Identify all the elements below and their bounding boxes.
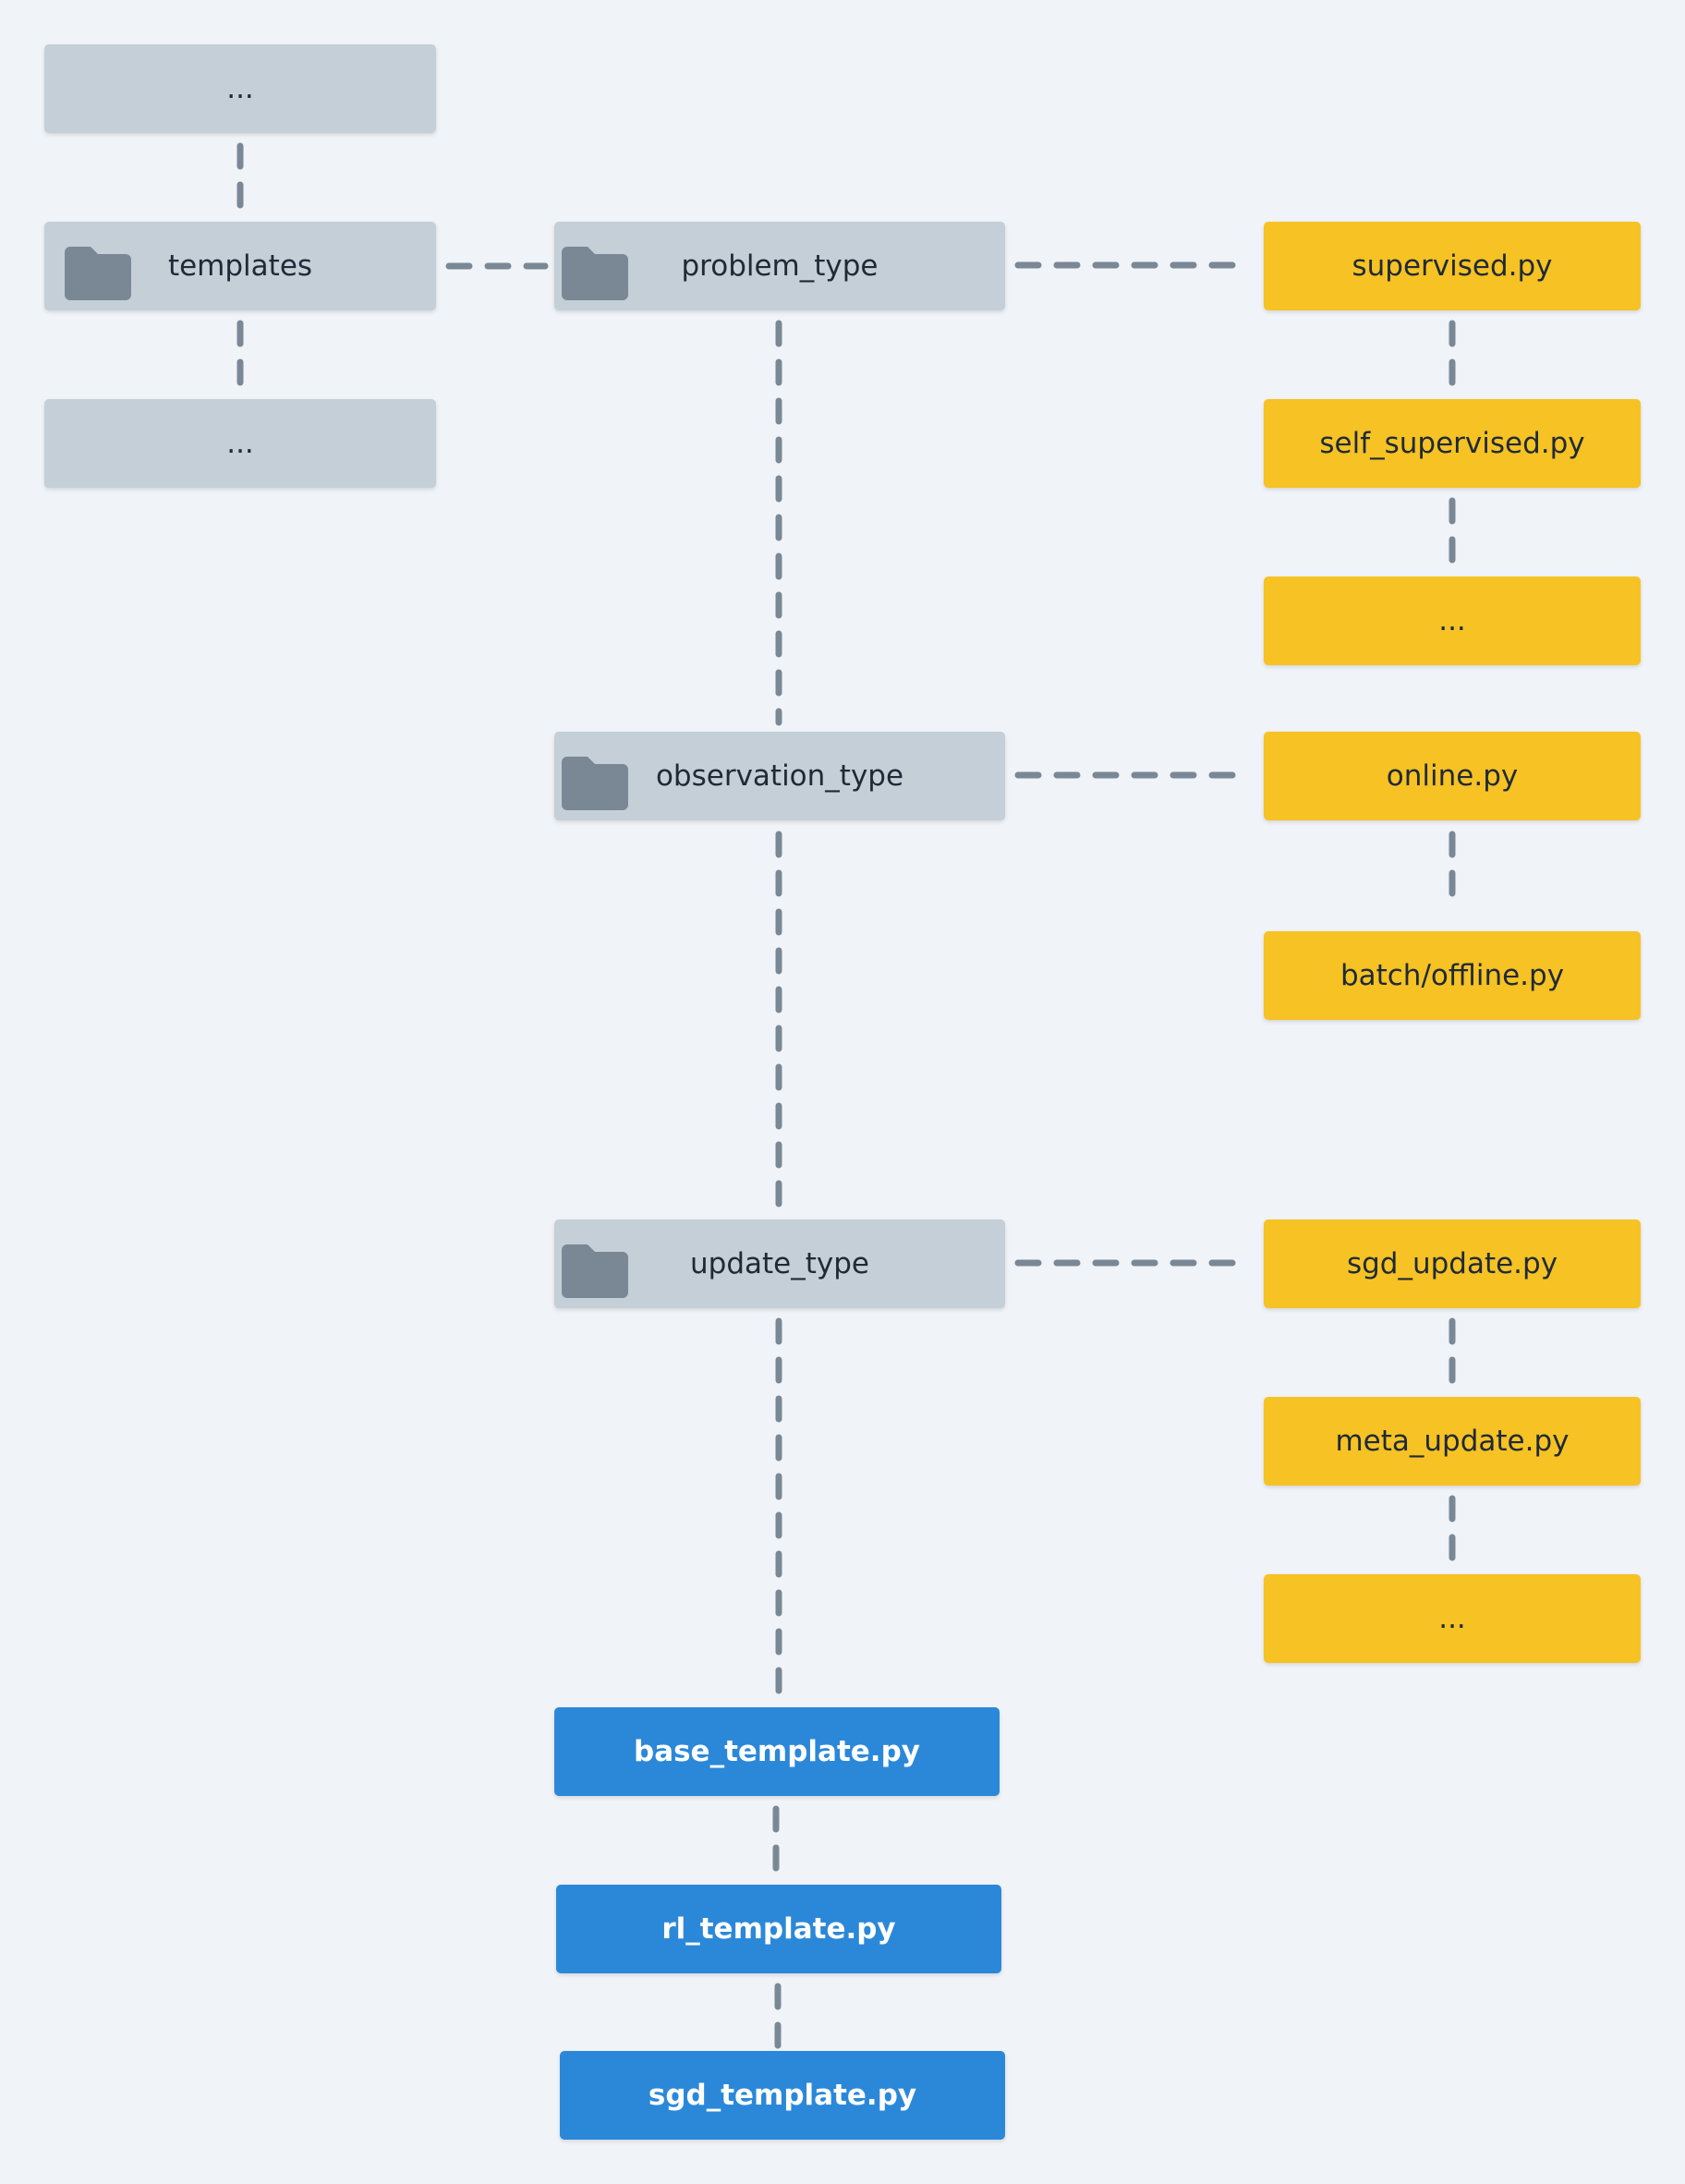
folder-icon [562,1244,628,1298]
module-file-node[interactable]: batch/offline.py [1264,931,1641,1020]
node-label: batch/offline.py [1340,959,1565,992]
module-file-node[interactable]: self_supervised.py [1264,399,1641,488]
template-file-node[interactable]: rl_template.py [556,1885,1001,1973]
ellipsis-node[interactable]: ... [44,399,436,488]
module-file-node[interactable]: meta_update.py [1264,1397,1641,1486]
node-label: sgd_update.py [1346,1247,1558,1280]
folder-node-observation-type[interactable]: observation_type [554,732,1005,820]
module-file-node[interactable]: ... [1264,1574,1641,1663]
module-file-node[interactable]: sgd_update.py [1264,1219,1641,1308]
node-label: problem_type [681,249,879,283]
template-file-node[interactable]: sgd_template.py [560,2051,1005,2140]
node-label: meta_update.py [1335,1425,1570,1458]
folder-icon [562,757,628,810]
node-label: ... [226,72,254,105]
node-label: rl_template.py [661,1912,896,1946]
node-label: ... [1438,1602,1466,1635]
module-file-node[interactable]: supervised.py [1264,222,1641,310]
template-file-node[interactable]: base_template.py [554,1707,1000,1796]
module-file-node[interactable]: ... [1264,576,1641,665]
node-label: templates [167,249,313,283]
ellipsis-node[interactable]: ... [44,44,436,133]
node-label: update_type [690,1247,869,1280]
folder-icon [65,247,131,300]
module-file-node[interactable]: online.py [1264,732,1641,820]
folder-node-problem-type[interactable]: problem_type [554,222,1005,310]
folder-icon [562,247,628,300]
folder-node-templates[interactable]: templates [44,222,436,310]
node-label: observation_type [655,759,904,793]
node-label: sgd_template.py [648,2079,917,2112]
node-label: self_supervised.py [1319,427,1585,460]
node-label: base_template.py [634,1735,920,1768]
node-label: ... [226,427,254,460]
node-label: online.py [1386,759,1519,793]
folder-node-update-type[interactable]: update_type [554,1219,1005,1308]
node-label: ... [1438,604,1466,637]
node-label: supervised.py [1352,249,1553,283]
